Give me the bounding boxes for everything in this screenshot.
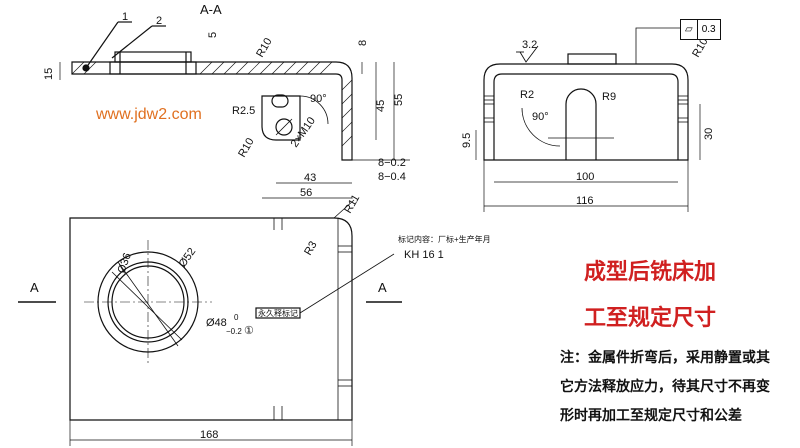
watermark: www.jdw2.com: [96, 106, 202, 123]
plan-dim-tol-0: 0: [234, 313, 239, 322]
marking-code: KH 16 1: [404, 249, 444, 261]
dim-angle-90: 90°: [310, 93, 327, 105]
dim-tol-upper: 8−0.2: [378, 157, 406, 169]
plan-dim-circled: ①: [244, 325, 254, 337]
section-title: A-A: [200, 2, 222, 17]
plan-dim-r11: R11: [342, 193, 362, 216]
leader-label-1: 1: [122, 11, 128, 23]
plan-dim-168: 168: [200, 429, 218, 441]
side-dim-angle: 90°: [532, 111, 549, 123]
tolerance-frame: ▱ 0.3: [680, 19, 721, 40]
dim-2xm10: 2×M10: [289, 115, 318, 150]
roughness-value: 3.2: [522, 39, 537, 51]
dim-r10-low: R10: [236, 136, 256, 159]
dim-56: 56: [300, 187, 312, 199]
plan-dim-d52: Ø52: [177, 246, 199, 270]
plan-dim-tol-neg: −0.2: [226, 327, 242, 336]
flatness-icon: ▱: [681, 20, 698, 39]
section-mark-right: A: [378, 280, 387, 295]
leader-label-2: 2: [156, 15, 162, 27]
dim-thickness-left: 15: [43, 68, 55, 80]
dim-55: 55: [393, 94, 405, 106]
side-dim-9-5: 9.5: [461, 133, 473, 148]
dim-tol-lower: 8−0.4: [378, 171, 406, 183]
note-line-1: 注：金属件折弯后，采用静置或其: [560, 350, 770, 366]
marking-text: 标记内容：厂标+生产年月: [398, 234, 491, 244]
dim-top-8: 8: [357, 40, 369, 46]
side-view: [475, 27, 701, 212]
side-dim-30: 30: [703, 128, 715, 140]
callout-line-2: 工至规定尺寸: [583, 306, 716, 331]
note-line-2: 它方法释放应力，待其尺寸不再变: [560, 379, 770, 395]
dim-43: 43: [304, 172, 316, 184]
note-block: 注：金属件折弯后，采用静置或其 它方法释放应力，待其尺寸不再变 形时再加工至规定…: [560, 344, 796, 431]
dim-top-5: 5: [207, 32, 219, 38]
machining-callout: 成型后铣床加 工至规定尺寸: [520, 250, 780, 342]
side-dim-r9: R9: [602, 91, 616, 103]
section-mark-left: A: [30, 280, 39, 295]
section-view-a-a: A-A: [59, 2, 410, 199]
side-dim-116: 116: [576, 195, 594, 207]
note-line-3: 形时再加工至规定尺寸和公差: [560, 408, 742, 424]
tolerance-value: 0.3: [701, 24, 716, 35]
dim-r25: R2.5: [232, 105, 255, 117]
dim-45: 45: [375, 100, 387, 112]
side-dim-100: 100: [576, 171, 594, 183]
marking-box-label: 永久释标记: [258, 308, 298, 318]
plan-view: [18, 199, 402, 446]
dim-top-r10: R10: [254, 36, 274, 59]
plan-dim-d36: Ø36: [116, 251, 134, 275]
plan-dim-d48: Ø48: [206, 317, 227, 329]
plan-dim-r3: R3: [302, 239, 319, 257]
side-dim-r2: R2: [520, 89, 534, 101]
callout-line-1: 成型后铣床加: [583, 260, 716, 285]
